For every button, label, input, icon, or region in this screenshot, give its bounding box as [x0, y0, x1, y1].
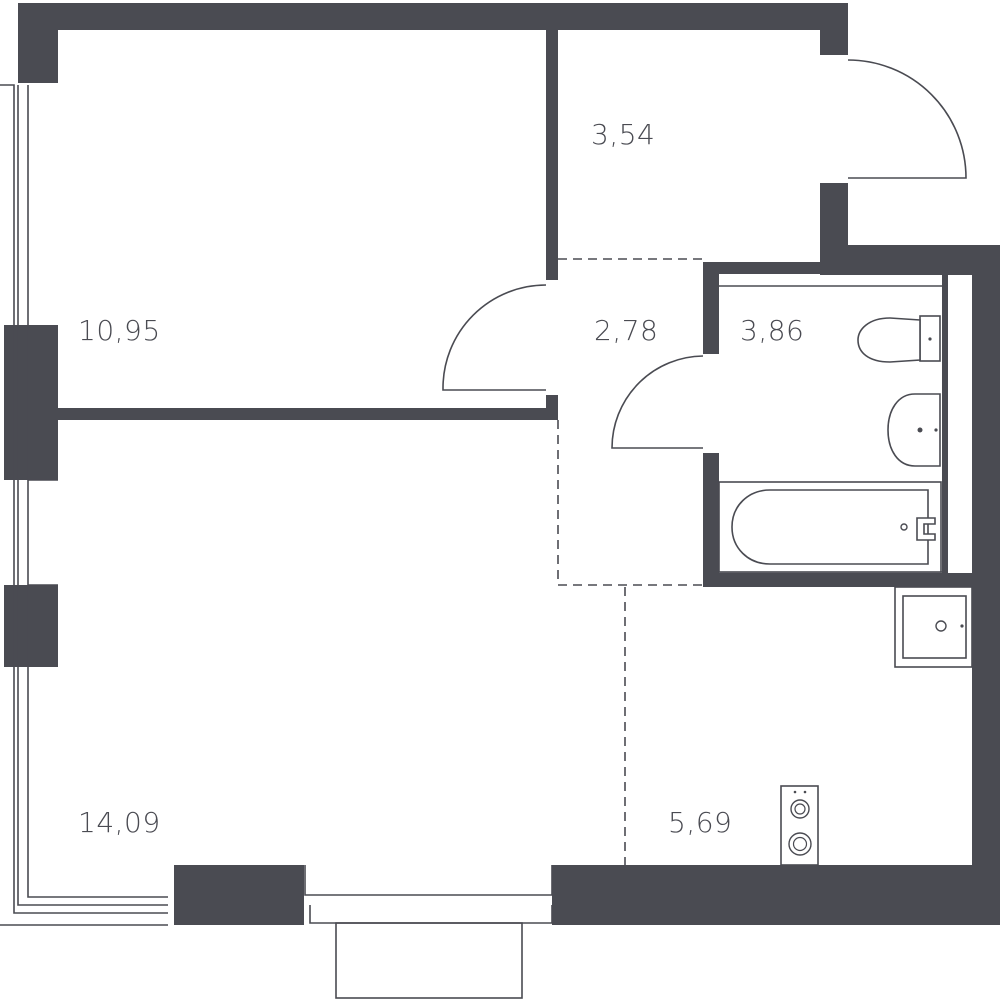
area-label-corridor: 2,78 — [594, 314, 658, 347]
area-label-kitchen: 5,69 — [668, 806, 732, 839]
doors — [442, 59, 967, 449]
bathroom-fixtures — [718, 315, 942, 573]
area-label-living: 14,09 — [78, 806, 161, 839]
area-label-hall: 3,54 — [591, 118, 655, 151]
room-labels: 10,95 3,54 2,78 3,86 14,09 5,69 — [78, 118, 804, 839]
area-label-bathroom: 3,86 — [740, 314, 804, 347]
stove-icon — [780, 785, 819, 866]
interior-walls — [58, 30, 973, 587]
kitchen-sink-icon — [894, 586, 973, 668]
kitchen-fixtures — [780, 586, 973, 866]
windows — [0, 84, 553, 999]
outer-walls — [4, 3, 1000, 925]
bathtub-icon — [718, 481, 942, 573]
sink-icon — [887, 393, 941, 467]
zone-dividers — [557, 258, 703, 865]
toilet-icon — [857, 315, 941, 363]
area-label-bedroom: 10,95 — [78, 314, 161, 347]
